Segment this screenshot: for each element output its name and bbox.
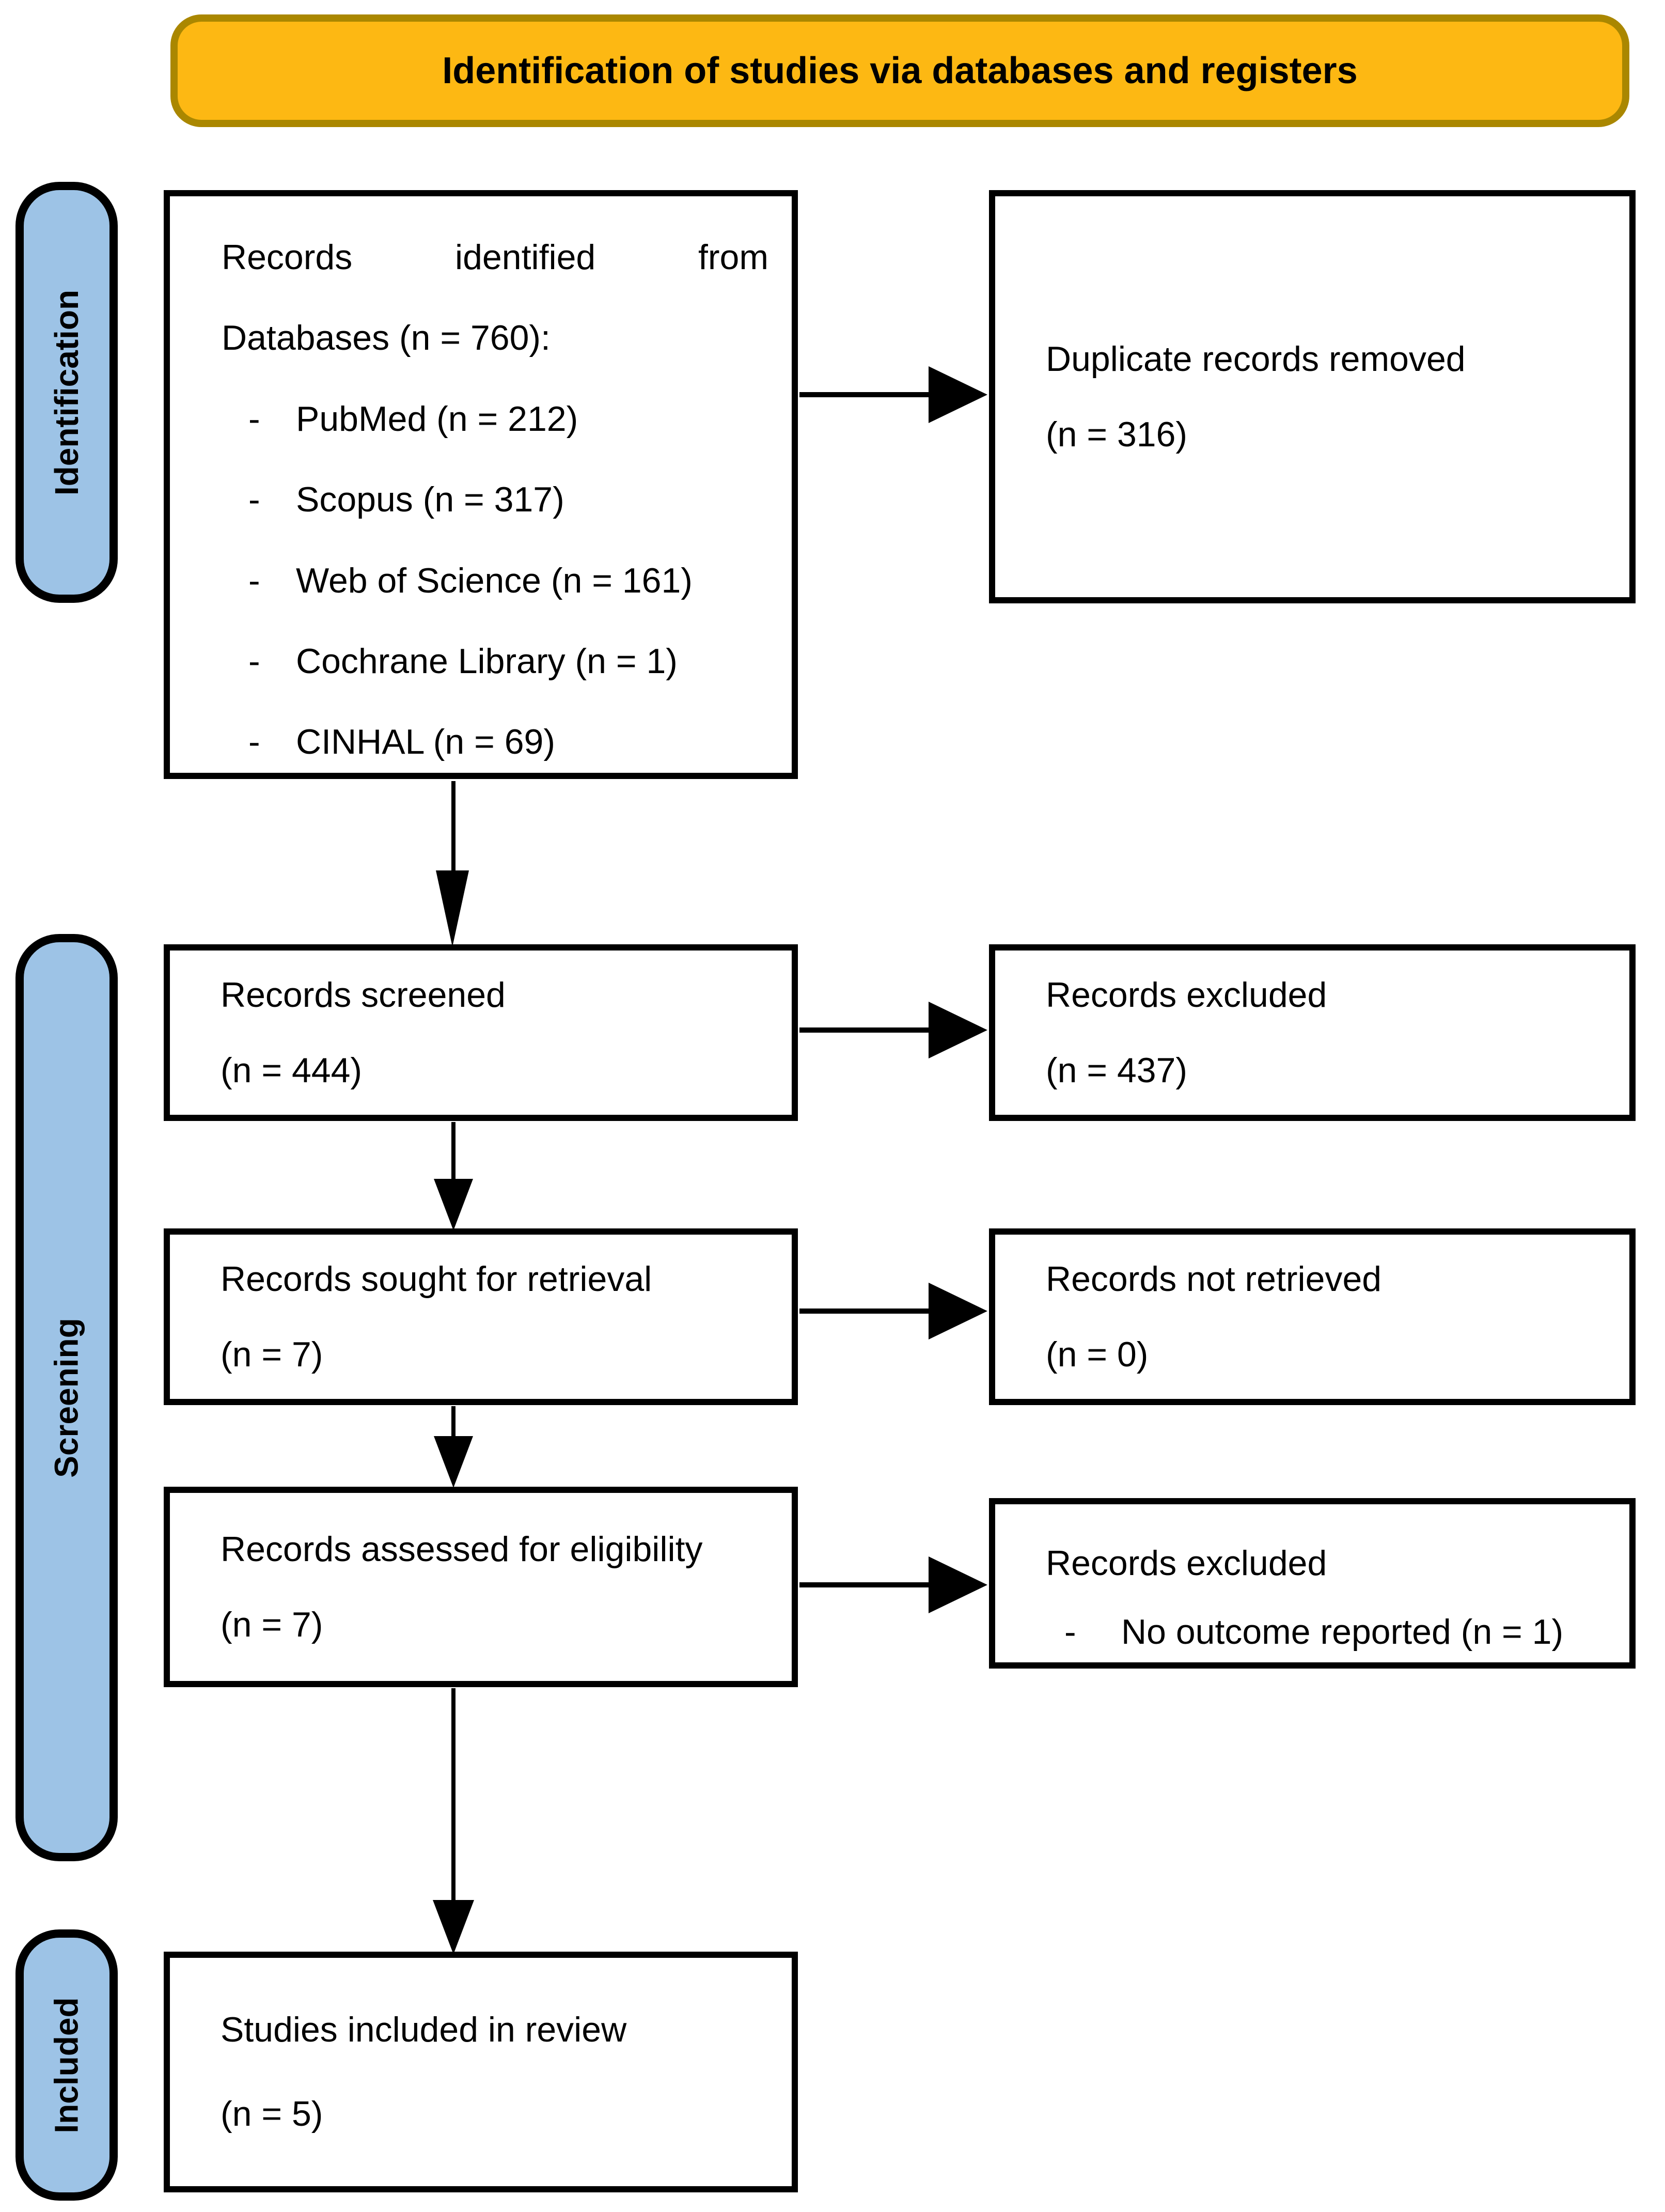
not-retrieved-line1: Records not retrieved [1046, 1259, 1382, 1299]
box-studies-included: Studies included in review (n = 5) [164, 1952, 798, 2192]
db-item-scopus-label: Scopus (n = 317) [296, 480, 564, 520]
stage-identification: Identification [15, 182, 118, 603]
assessed-count: (n = 7) [221, 1605, 323, 1644]
db-item-cochrane-label: Cochrane Library (n = 1) [296, 641, 678, 681]
screened-count: (n = 444) [221, 1051, 363, 1090]
db-item-pubmed-label: PubMed (n = 212) [296, 399, 578, 439]
box-duplicates-removed: Duplicate records removed (n = 316) [989, 190, 1636, 603]
word-from: from [698, 238, 768, 277]
stage-included: Included [15, 1929, 118, 2201]
db-item-cinhal: - CINHAL (n = 69) [222, 702, 768, 782]
box-records-sought: Records sought for retrieval (n = 7) [164, 1228, 798, 1405]
banner-title: Identification of studies via databases … [442, 50, 1358, 91]
sought-count: (n = 7) [221, 1335, 323, 1374]
records-identified-line1: Records identified from [222, 217, 768, 298]
dash-bullet: - [1064, 1612, 1076, 1652]
stage-screening: Screening [15, 934, 118, 1861]
duplicates-count: (n = 316) [1046, 415, 1188, 454]
box-records-not-retrieved: Records not retrieved (n = 0) [989, 1228, 1636, 1405]
stage-identification-label: Identification [48, 289, 85, 495]
excluded2-reason-item: - No outcome reported (n = 1) [1046, 1598, 1609, 1666]
not-retrieved-count: (n = 0) [1046, 1335, 1149, 1374]
box-records-identified: Records identified from Databases (n = 7… [164, 190, 798, 779]
excluded2-reason-label: No outcome reported (n = 1) [1121, 1612, 1564, 1652]
assessed-line1: Records assessed for eligibility [221, 1529, 703, 1569]
dash-bullet: - [248, 480, 260, 520]
db-item-web-of-science: - Web of Science (n = 161) [222, 540, 768, 621]
included-line1: Studies included in review [221, 2010, 627, 2049]
stage-included-label: Included [48, 1997, 85, 2133]
db-item-scopus: - Scopus (n = 317) [222, 459, 768, 540]
word-identified: identified [455, 238, 596, 277]
included-count: (n = 5) [221, 2094, 323, 2133]
excluded1-line1: Records excluded [1046, 975, 1327, 1015]
dash-bullet: - [248, 399, 260, 439]
db-item-cochrane: - Cochrane Library (n = 1) [222, 621, 768, 702]
word-records: Records [222, 238, 353, 277]
excluded2-line1: Records excluded [1046, 1544, 1327, 1583]
stage-screening-label: Screening [48, 1317, 85, 1478]
dash-bullet: - [248, 560, 260, 600]
banner-identification-via-databases: Identification of studies via databases … [170, 14, 1629, 127]
excluded1-count: (n = 437) [1046, 1051, 1188, 1090]
duplicates-line1: Duplicate records removed [1046, 339, 1466, 379]
box-records-screened: Records screened (n = 444) [164, 944, 798, 1121]
db-item-pubmed: - PubMed (n = 212) [222, 379, 768, 459]
dash-bullet: - [248, 641, 260, 681]
sought-line1: Records sought for retrieval [221, 1259, 652, 1299]
box-records-excluded-screening: Records excluded (n = 437) [989, 944, 1636, 1121]
db-item-web-of-science-label: Web of Science (n = 161) [296, 560, 693, 600]
dash-bullet: - [248, 722, 260, 762]
box-records-excluded-eligibility: Records excluded - No outcome reported (… [989, 1498, 1636, 1669]
records-identified-line2: Databases (n = 760): [222, 318, 551, 358]
db-item-cinhal-label: CINHAL (n = 69) [296, 722, 555, 762]
box-records-assessed: Records assessed for eligibility (n = 7) [164, 1487, 798, 1687]
screened-line1: Records screened [221, 975, 506, 1015]
